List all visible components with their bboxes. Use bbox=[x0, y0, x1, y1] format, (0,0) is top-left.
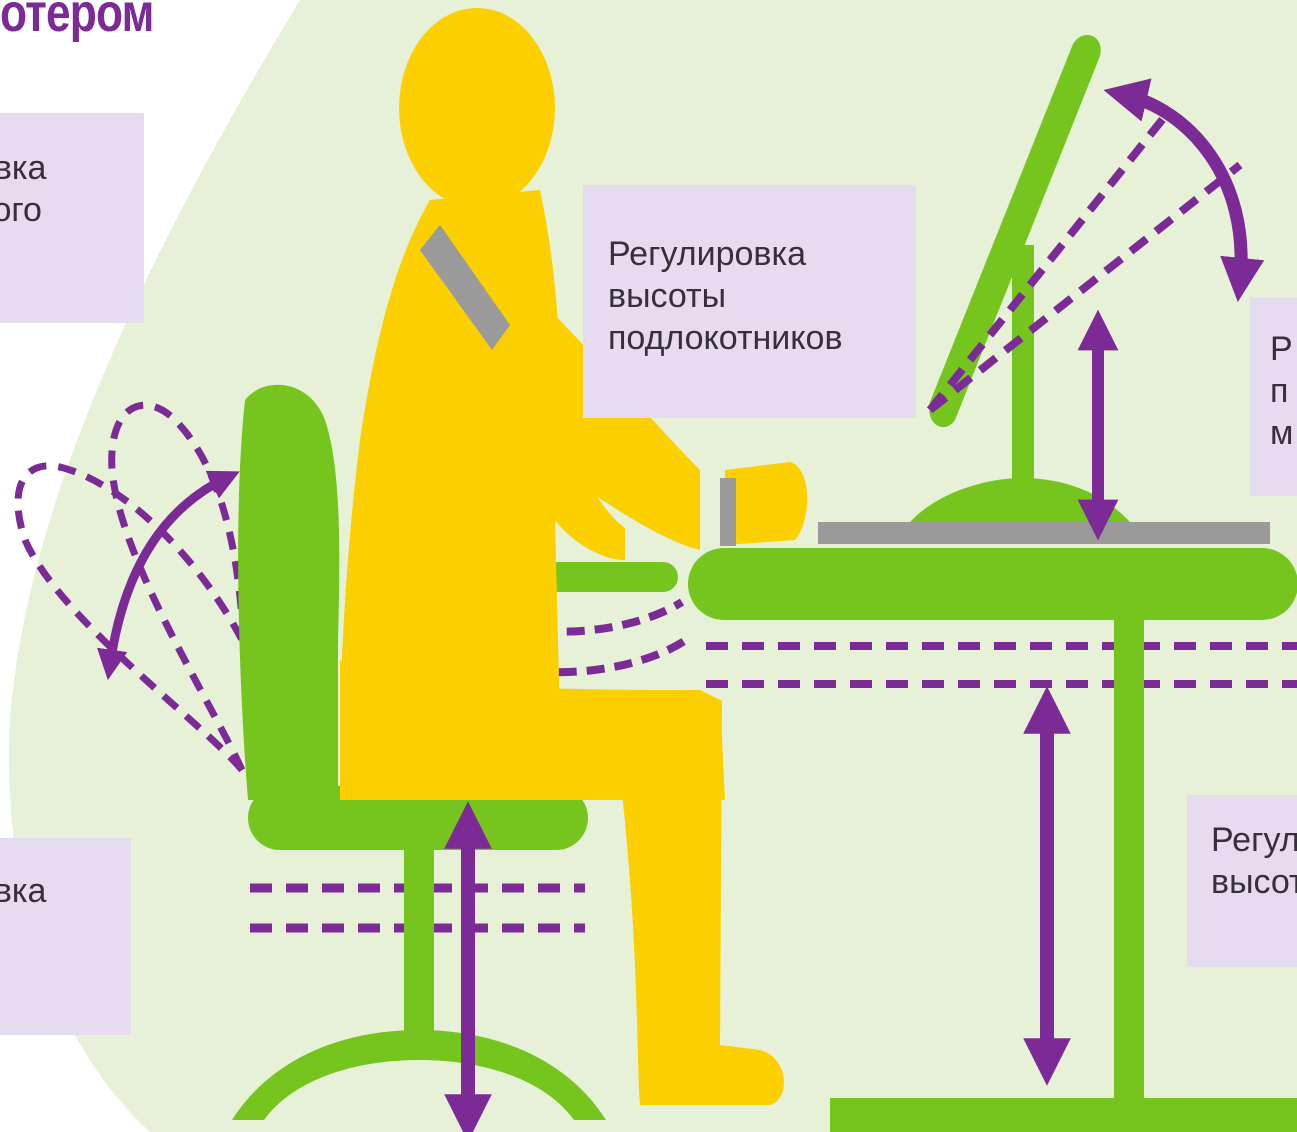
desk-leg bbox=[1114, 620, 1144, 1100]
wrist-band bbox=[720, 478, 736, 546]
desk-top bbox=[688, 548, 1297, 620]
desk-height-label: Регул высот bbox=[1187, 795, 1297, 967]
backrest-label-text: ровка чного bbox=[0, 147, 144, 231]
seat-height-label-text: ровка ы я bbox=[0, 870, 131, 996]
chair-backrest bbox=[238, 385, 339, 800]
monitor-label-text: Р п м bbox=[1270, 328, 1297, 454]
desk-foot bbox=[830, 1098, 1297, 1132]
backrest-label: ровка чного bbox=[0, 113, 144, 323]
seat-height-label: ровка ы я bbox=[0, 838, 131, 1035]
armrest-height-label-text: Регулировка высоты подлокотников bbox=[608, 233, 916, 359]
monitor-label: Р п м bbox=[1250, 298, 1297, 496]
desk-height-label-text: Регул высот bbox=[1211, 819, 1297, 903]
keyboard bbox=[818, 522, 1270, 544]
person-head bbox=[399, 8, 555, 208]
person-hand bbox=[725, 462, 807, 545]
page-title: отером bbox=[0, 0, 154, 40]
armrest-height-label: Регулировка высоты подлокотников bbox=[583, 185, 916, 418]
chair-post bbox=[404, 850, 434, 1040]
